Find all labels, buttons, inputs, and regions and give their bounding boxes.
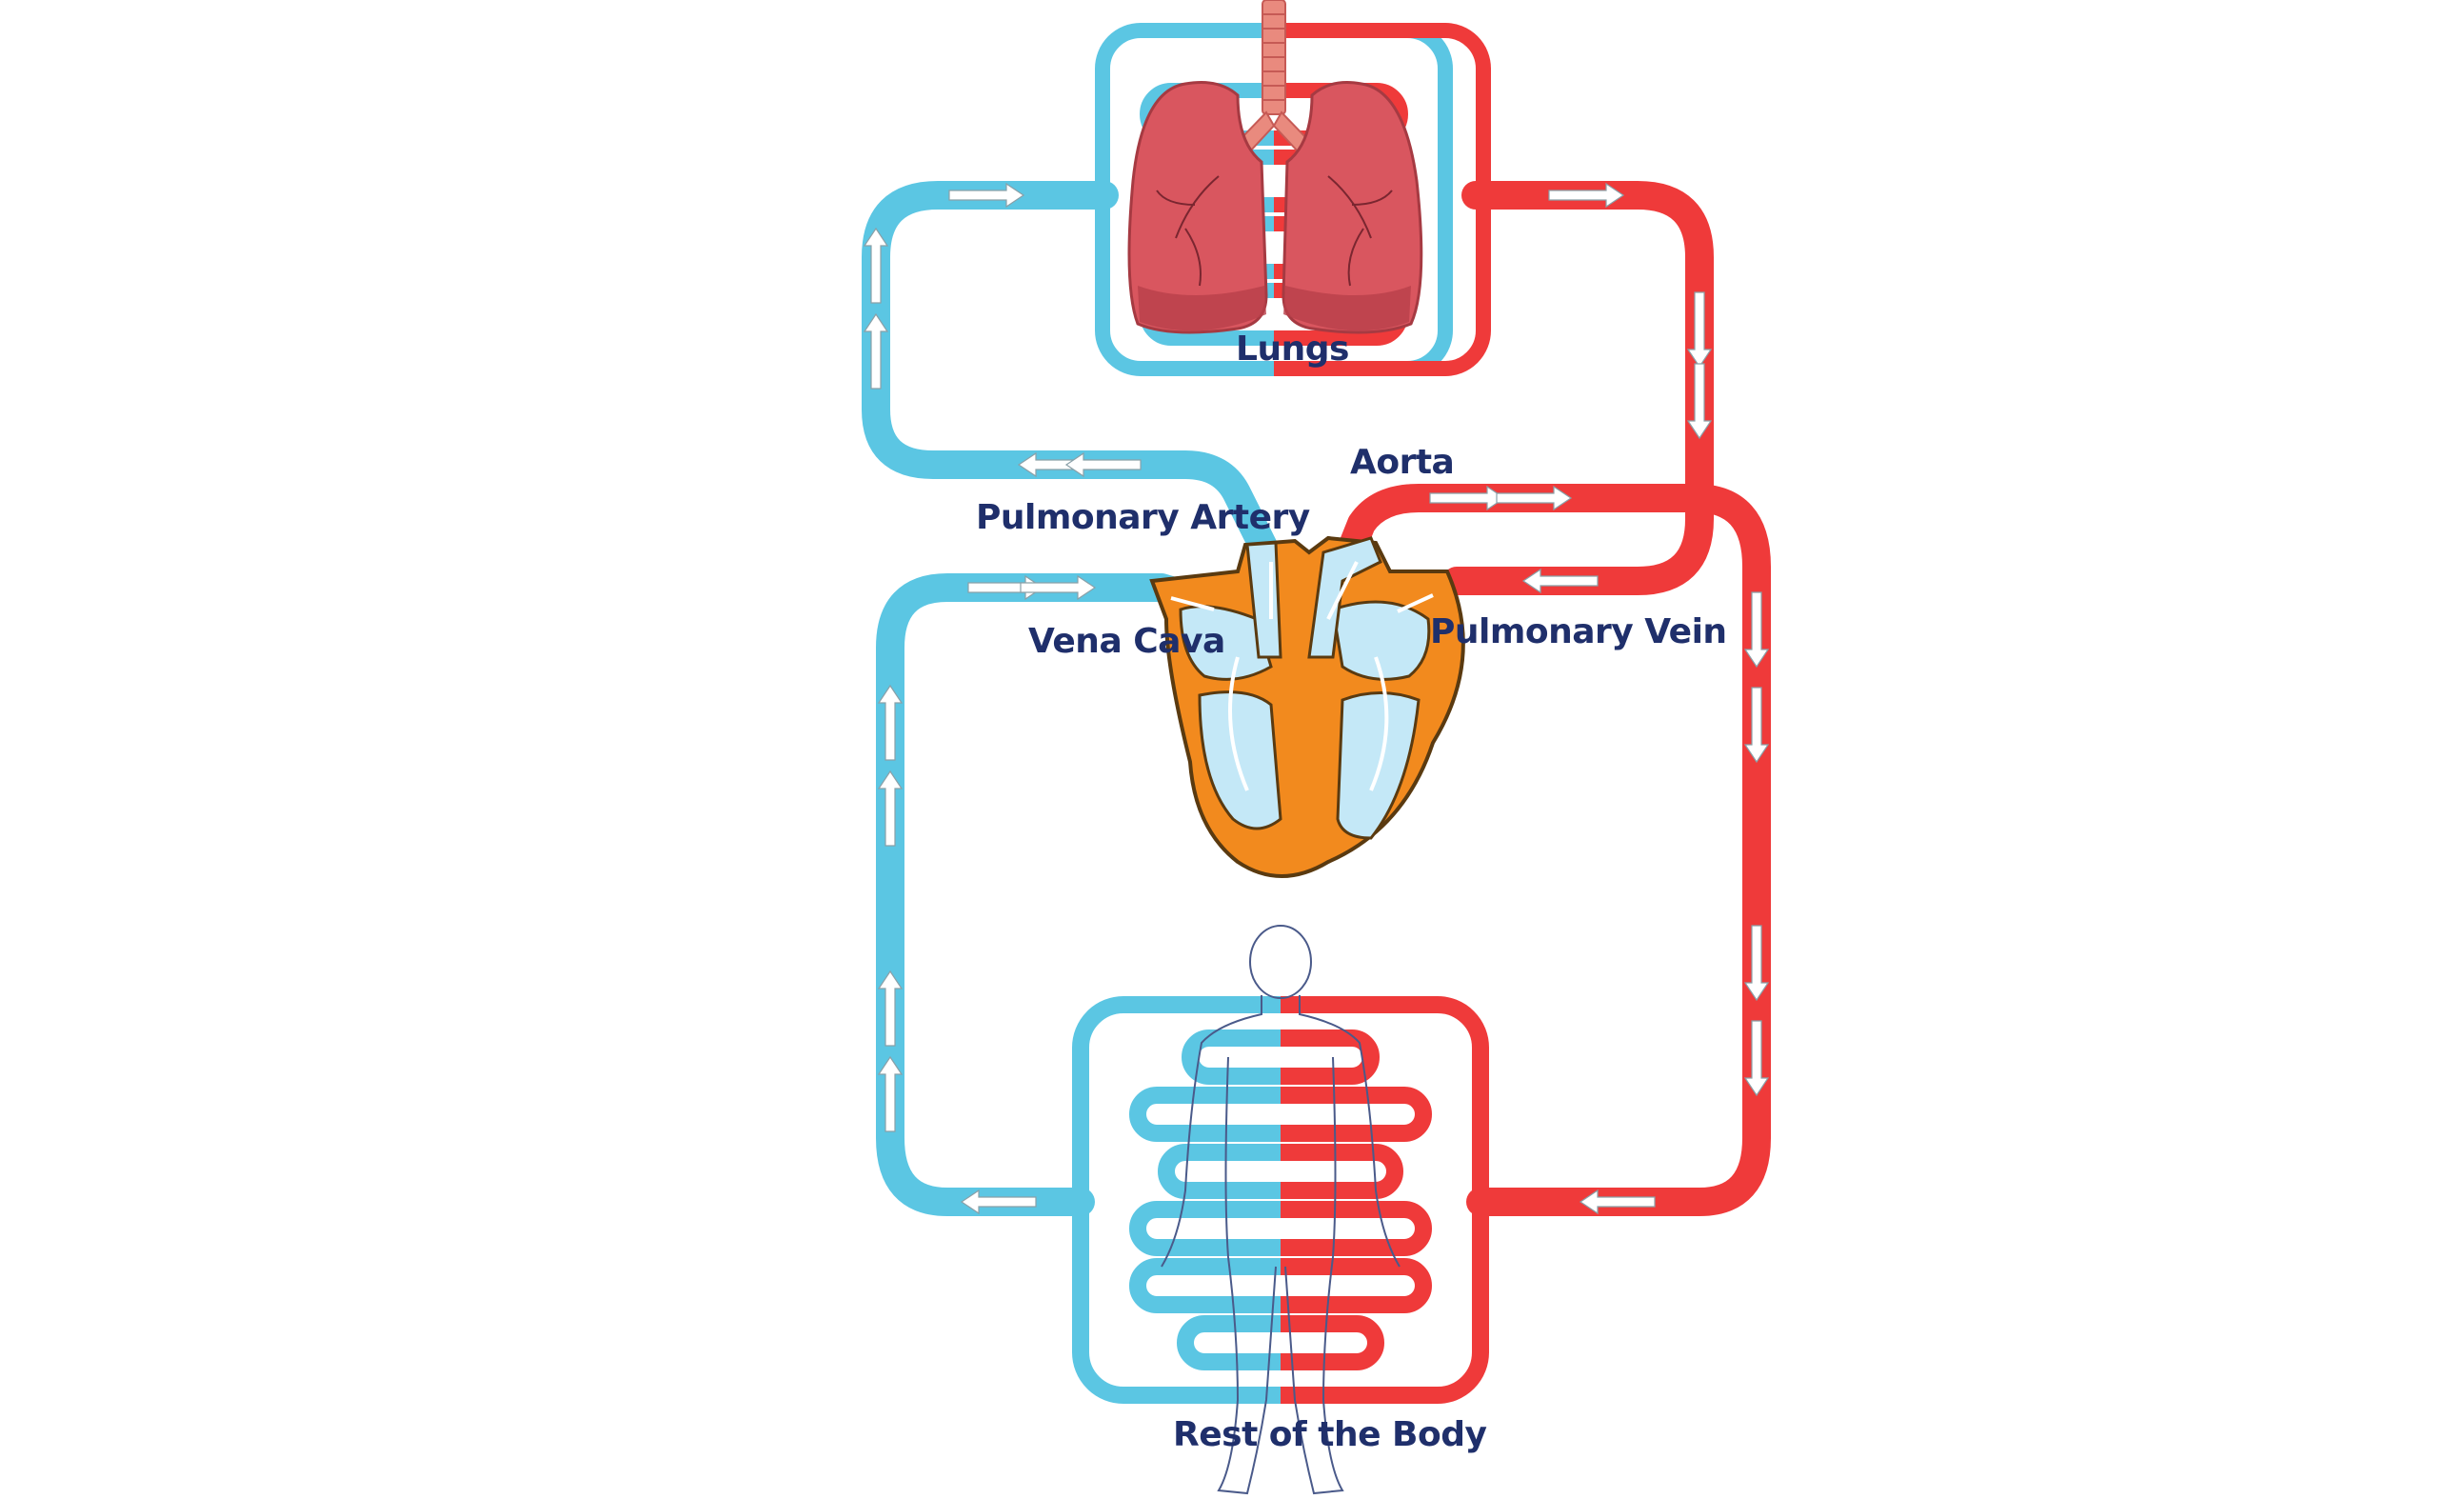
heart-icon: [1149, 535, 1465, 878]
label-aorta: Aorta: [1350, 443, 1454, 482]
vena-cava-vessel: [876, 573, 1223, 1216]
aorta-vessel: [1338, 484, 1771, 1216]
label-lungs: Lungs: [1236, 330, 1349, 369]
label-pulmonary-vein: Pulmonary Vein: [1430, 612, 1727, 651]
label-rest-of-body: Rest of the Body: [1173, 1415, 1486, 1454]
label-pulmonary-artery: Pulmonary Artery: [976, 498, 1310, 537]
human-body-outline-icon: [1161, 925, 1401, 1495]
pulmonary-artery-vessel: [862, 181, 1281, 567]
pulmonary-vein-vessel: [1442, 181, 1714, 595]
label-vena-cava: Vena Cava: [1028, 622, 1225, 661]
labels: Lungs Aorta Pulmonary Artery Vena Cava P…: [976, 330, 1727, 1454]
lungs-icon: [1127, 0, 1423, 334]
systemic-capillary-bed: [1072, 996, 1489, 1404]
